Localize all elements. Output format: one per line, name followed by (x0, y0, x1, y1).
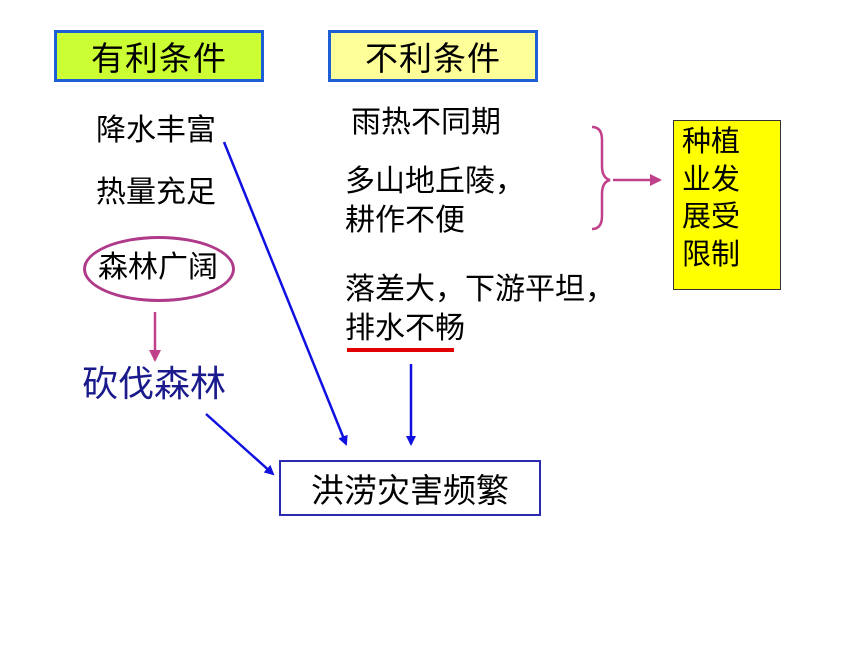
unfavorable-item-drainage-2: 排水不畅 (345, 311, 465, 346)
agriculture-limited-box: 种植 业发 展受 限制 (673, 120, 781, 290)
flood-result-box: 洪涝灾害频繁 (279, 460, 541, 516)
cause-deforestation: 砍伐森林 (82, 364, 227, 405)
side-box-line-1: 种植 (682, 124, 741, 158)
side-box-line-4: 限制 (682, 237, 741, 272)
unfavorable-item-drainage-1: 落差大，下游平坦， (345, 272, 615, 307)
result-label: 洪涝灾害频繁 (311, 471, 509, 510)
unfavorable-header-label: 不利条件 (365, 39, 501, 78)
right-brace (591, 125, 611, 231)
favorable-item-forest: 森林广阔 (98, 250, 218, 285)
side-box-line-2: 业发 (682, 161, 741, 196)
unfavorable-item-rain-heat: 雨热不同期 (351, 105, 501, 140)
unfavorable-item-mountains-2: 耕作不便 (345, 203, 465, 238)
favorable-item-rainfall: 降水丰富 (96, 113, 216, 148)
arrow-deforestation-to-flood (205, 413, 275, 476)
favorable-item-heat: 热量充足 (96, 175, 216, 210)
unfavorable-conditions-header: 不利条件 (328, 30, 538, 82)
forest-ellipse (83, 236, 235, 302)
favorable-header-label: 有利条件 (91, 39, 227, 78)
favorable-conditions-header: 有利条件 (54, 30, 264, 82)
unfavorable-item-mountains-1: 多山地丘陵， (345, 164, 525, 199)
side-box-line-3: 展受 (682, 199, 741, 234)
arrow-rainfall-to-flood (222, 141, 348, 446)
